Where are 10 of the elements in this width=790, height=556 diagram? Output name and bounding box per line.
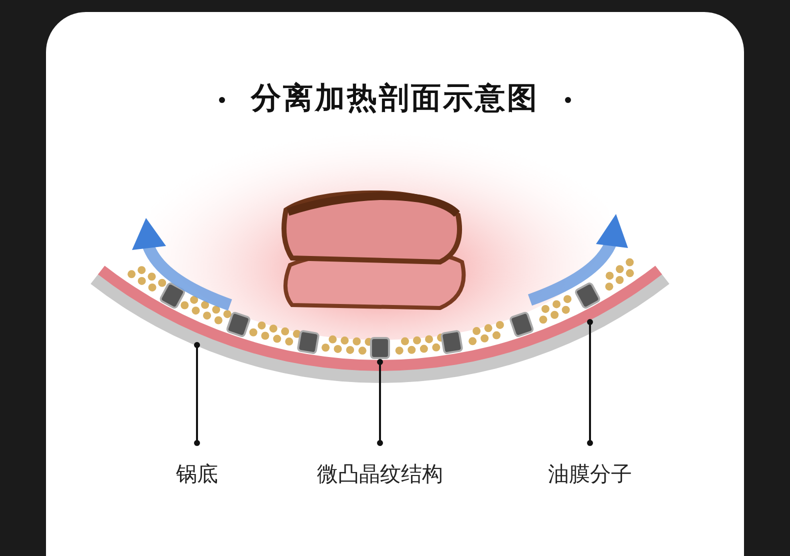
leader-line xyxy=(377,359,383,446)
leader-line xyxy=(587,319,593,446)
leader-line xyxy=(194,342,200,446)
part-label: 油膜分子 xyxy=(548,462,632,486)
oil-molecules xyxy=(128,258,634,355)
micro-bump-structure xyxy=(158,281,602,359)
title: 分离加热剖面示意图 xyxy=(251,81,539,116)
part-label: 锅底 xyxy=(176,462,218,486)
part-label: 微凸晶纹结构 xyxy=(317,462,443,486)
pan-bottom xyxy=(90,266,670,382)
